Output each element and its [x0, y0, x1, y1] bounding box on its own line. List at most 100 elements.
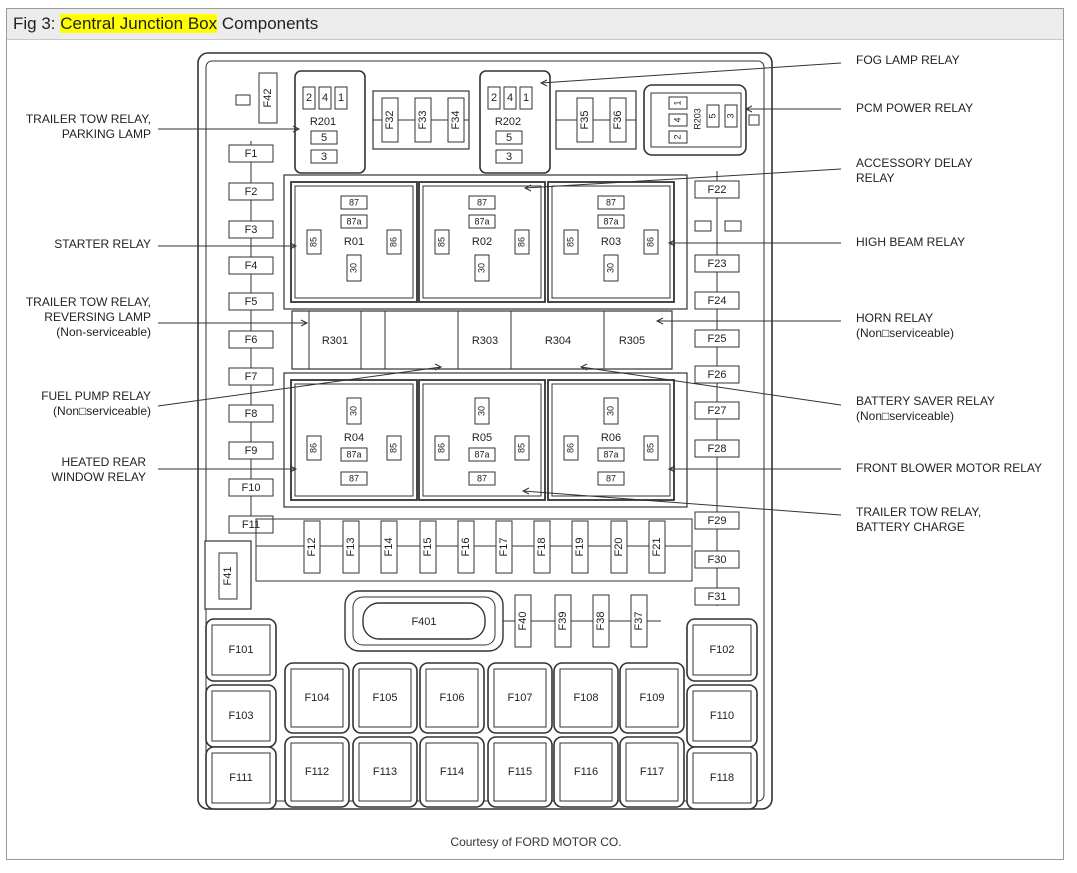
fuse-label: F9 [245, 445, 258, 457]
maxi-fuse-label: F113 [373, 766, 397, 778]
relay-name: R06 [601, 432, 621, 444]
fuse-f39: F39 [554, 594, 572, 648]
fuse-body [381, 97, 399, 143]
callout-line: REVERSING LAMP [44, 310, 151, 324]
callout-trailer-tow-reversing-lamp: TRAILER TOW RELAY,REVERSING LAMP(Non-ser… [26, 295, 307, 339]
pin-86 [643, 229, 659, 255]
fuse-body [694, 587, 740, 606]
callout-battery-saver-relay: BATTERY SAVER RELAY(Non□serviceable) [580, 366, 995, 423]
fuse-label: F401 [411, 616, 436, 628]
maxi-fuse-body [211, 752, 271, 804]
fuse-f32: F32 [381, 97, 399, 143]
fuse-f38: F38 [592, 594, 610, 648]
pin-30-label: 30 [348, 263, 358, 273]
callout-arrowhead [300, 319, 309, 327]
callout-trailer-tow-parking-lamp: TRAILER TOW RELAY,PARKING LAMP [26, 112, 299, 141]
fuse-body [694, 329, 740, 348]
fuse-label: F13 [345, 538, 357, 557]
callout-arrowhead [292, 125, 301, 133]
fuse-label: F34 [450, 111, 462, 130]
maxi-fuse-body [211, 690, 271, 742]
pin-87a [340, 214, 368, 229]
pin-2 [302, 86, 316, 110]
maxi-fuse-body [493, 668, 547, 728]
callout-arrowhead [744, 105, 753, 113]
fuse-body [228, 220, 274, 239]
pin-87 [340, 471, 368, 486]
maxi-fuse-body [425, 742, 479, 802]
callout-line: (Non-serviceable) [56, 325, 151, 339]
relay-name: R203 [692, 108, 702, 130]
pin-86 [434, 435, 450, 461]
fuse-label: F42 [262, 89, 274, 108]
fuse-label: F6 [245, 334, 258, 346]
callout-fog-lamp-relay: FOG LAMP RELAY [540, 53, 960, 84]
fuse-body [694, 365, 740, 384]
maxi-fuse-f113: F113 [352, 736, 418, 808]
figure-title: Fig 3: Central Junction Box Components [13, 14, 318, 34]
pin-4 [318, 86, 332, 110]
fuse-f26: F26 [694, 365, 740, 384]
maxi-fuse-label: F109 [639, 692, 664, 704]
fuse-body [694, 401, 740, 420]
pin-1-label: 1 [523, 92, 529, 104]
courtesy-caption: Courtesy of FORD MOTOR CO. [450, 835, 622, 849]
maxi-fuse-body [692, 690, 752, 742]
maxi-fuse-f114: F114 [419, 736, 485, 808]
pin-5-label: 5 [506, 132, 512, 144]
fuse-body [694, 439, 740, 458]
pin-87-label: 87 [477, 197, 487, 207]
pin-5 [706, 104, 720, 128]
maxi-fuse-f106: F106 [419, 662, 485, 734]
pin-30 [603, 254, 619, 282]
relay-r305: R305 [619, 335, 645, 347]
pin-3 [495, 149, 523, 164]
mid-relay-strip [291, 310, 673, 370]
callout-line: PCM POWER RELAY [856, 101, 973, 115]
maxi-fuse-label: F107 [507, 692, 532, 704]
junction-box-diagram: F1F2F3F4F5F6F7F8F9F10F11F22F23F24F25F26F… [26, 52, 1042, 810]
pcm-tab [748, 114, 760, 126]
maxi-fuse-f105: F105 [352, 662, 418, 734]
fuse-body [495, 520, 513, 574]
pin-85-label: 85 [645, 443, 655, 453]
callout-arrowhead [289, 242, 298, 250]
callout-pcm-power-relay: PCM POWER RELAY [746, 101, 973, 115]
maxi-fuse-f108: F108 [553, 662, 619, 734]
fuse-f18: F18 [533, 520, 551, 574]
pin-4-label: 4 [507, 92, 513, 104]
pin-87a-label: 87a [474, 216, 489, 226]
maxi-fuse-label: F103 [228, 710, 253, 722]
maxi-fuse-body [625, 668, 679, 728]
maxi-fuse-f107: F107 [487, 662, 553, 734]
fuse-body [447, 97, 465, 143]
callout-arrowhead [667, 465, 676, 473]
fuse-body [610, 520, 628, 574]
fuse-f34: F34 [447, 97, 465, 143]
pin-85-label: 85 [388, 443, 398, 453]
pin-3 [724, 104, 738, 128]
f42-connector [235, 94, 251, 106]
fuse-label: F33 [417, 111, 429, 130]
pin-86 [306, 435, 322, 461]
pin-85 [514, 435, 530, 461]
pin-30 [346, 254, 362, 282]
maxi-fuse-body [358, 668, 412, 728]
fuse-label: F25 [708, 333, 727, 345]
fuse-f15: F15 [419, 520, 437, 574]
pin-3-label: 3 [321, 151, 327, 163]
fuse-body [609, 97, 627, 143]
callout-leader [524, 168, 842, 189]
pin-2-label: 2 [491, 92, 497, 104]
maxi-fuse-f101: F101 [205, 618, 277, 682]
title-prefix: Fig 3: [13, 14, 61, 33]
pin-87a [468, 447, 496, 462]
pin-86 [514, 229, 530, 255]
fuse-label: F36 [612, 111, 624, 130]
fuse-body [228, 441, 274, 460]
fuse-f27: F27 [694, 401, 740, 420]
fuse-body [342, 520, 360, 574]
maxi-fuse-body [692, 624, 752, 676]
fuse-f12: F12 [303, 520, 321, 574]
fuse-label: F32 [384, 111, 396, 130]
